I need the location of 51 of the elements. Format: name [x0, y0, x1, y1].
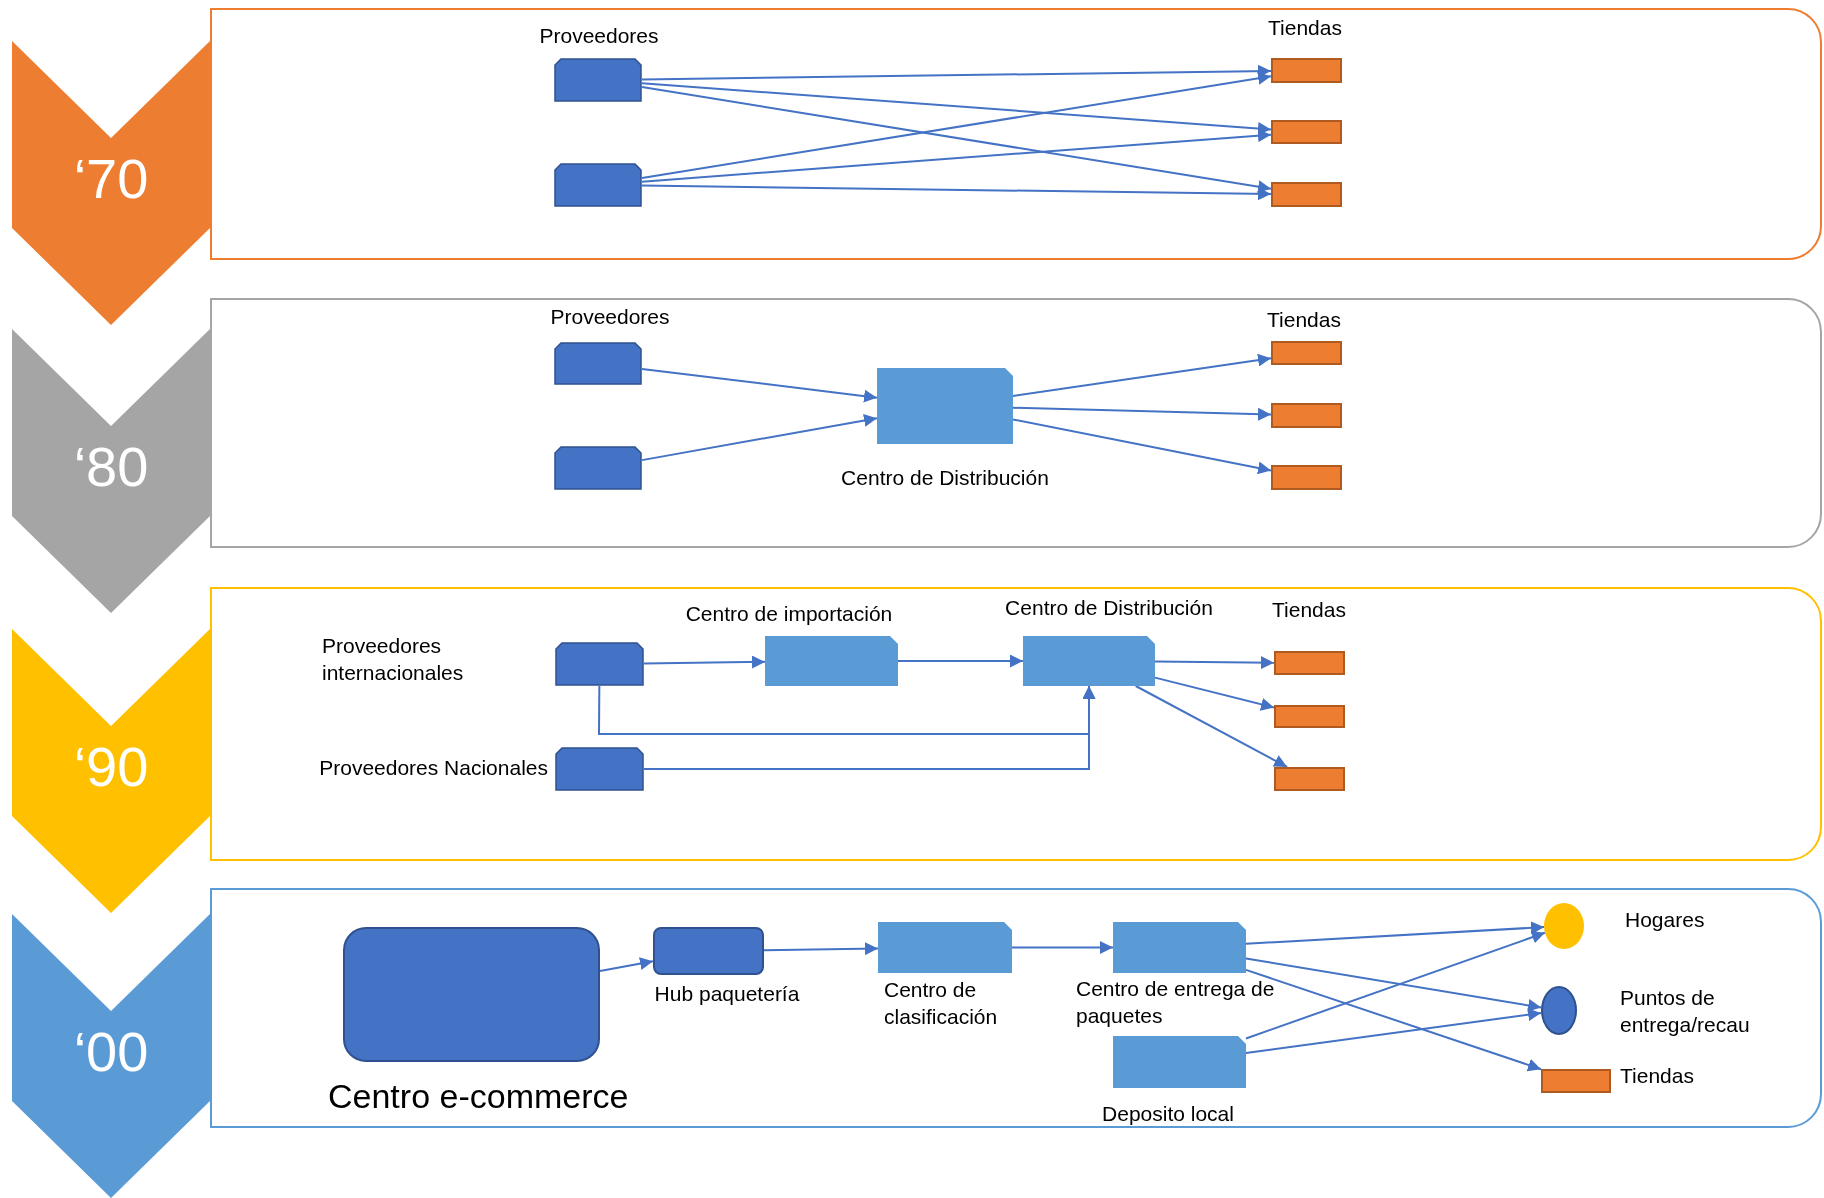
node-label: Puntos de entrega/recau — [1620, 985, 1751, 1039]
node-label: Proveedores — [549, 304, 671, 330]
arrow — [1245, 957, 1543, 1012]
node-label: Tiendas — [1267, 15, 1343, 41]
node-label: Centro de Distribución — [840, 465, 1050, 491]
arrow — [1245, 930, 1546, 1040]
era-label: ‘00 — [72, 1019, 150, 1086]
node-label: Centro e-commerce — [328, 1076, 630, 1117]
node-label: Hogares — [1625, 907, 1706, 933]
node-label: Centro de entrega de paquetes — [1076, 976, 1276, 1030]
arrow — [641, 414, 878, 462]
node-label: Tiendas — [1266, 307, 1342, 333]
node-label: Tiendas — [1620, 1063, 1695, 1089]
arrow — [1011, 941, 1114, 954]
arrow — [641, 64, 1272, 81]
arrow — [1245, 968, 1542, 1072]
arrow — [643, 685, 1096, 770]
arrow — [599, 957, 654, 972]
era-panel — [210, 888, 1822, 1128]
node-label: Proveedores internacionales — [322, 633, 465, 687]
node-label: Centro de importación — [684, 601, 894, 627]
node-label: Proveedores — [538, 23, 660, 49]
node-label: Centro de Distribución — [1004, 595, 1214, 621]
era-panel — [210, 8, 1822, 260]
era-panel — [210, 298, 1822, 548]
arrow — [1012, 406, 1272, 421]
arrow — [897, 654, 1024, 668]
arrow — [641, 71, 1272, 179]
node-label: Centro de clasificación — [884, 977, 999, 1031]
arrow — [1154, 656, 1275, 670]
node-label: Hub paquetería — [653, 981, 801, 1007]
arrow — [641, 129, 1272, 183]
arrow — [641, 86, 1272, 194]
arrow — [641, 367, 878, 403]
node-label: Tiendas — [1271, 597, 1347, 623]
arrow — [641, 82, 1272, 135]
arrow — [1154, 676, 1275, 711]
era-label: ‘70 — [72, 146, 150, 213]
arrow — [641, 184, 1272, 201]
arrow — [1012, 353, 1272, 398]
era-label: ‘80 — [72, 434, 150, 501]
era-label: ‘90 — [72, 734, 150, 801]
node-label: Deposito local — [1101, 1101, 1235, 1127]
node-label: Proveedores Nacionales — [318, 755, 548, 781]
arrow — [1245, 921, 1545, 945]
arrow — [1134, 685, 1289, 768]
arrow — [1245, 1008, 1543, 1054]
arrow — [643, 655, 766, 669]
arrow — [1012, 418, 1272, 475]
era-panel — [210, 587, 1822, 861]
arrow — [763, 942, 879, 956]
